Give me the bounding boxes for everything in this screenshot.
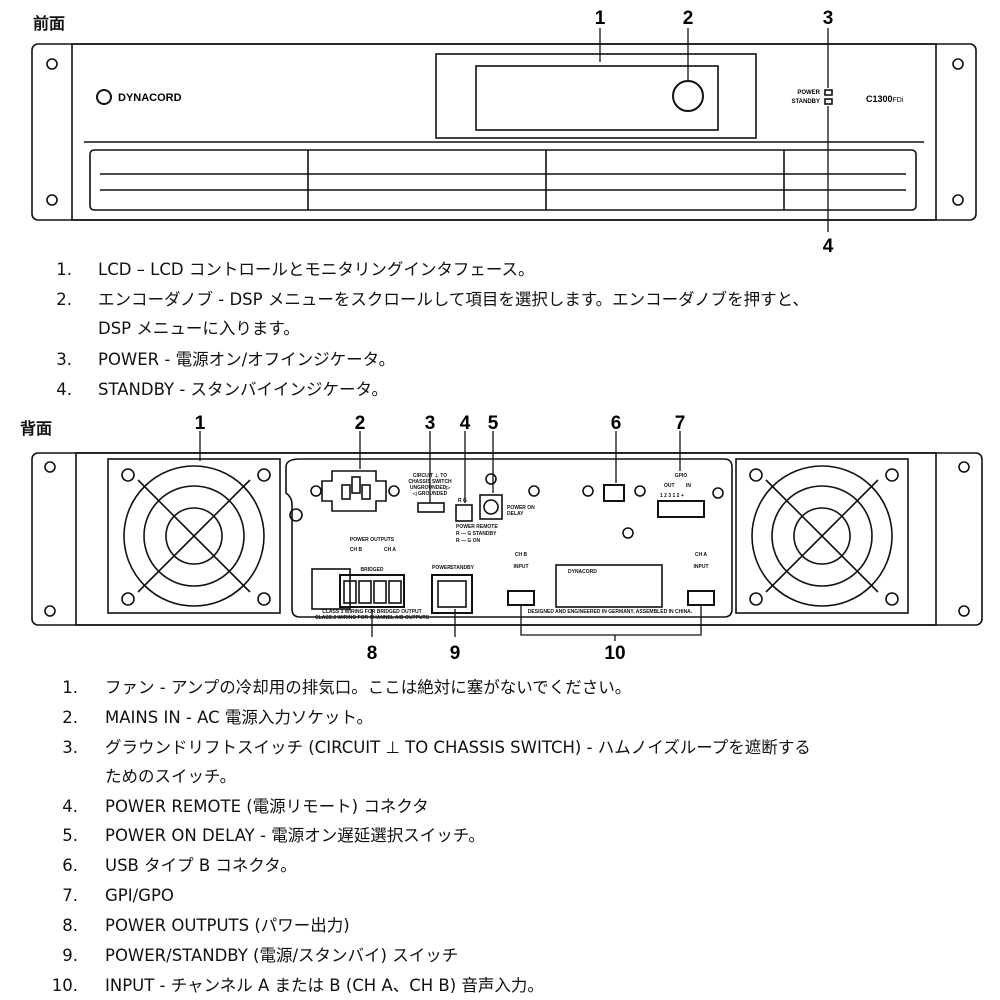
svg-text:R — G ON: R — G ON: [456, 538, 481, 544]
input-chb-connector: [507, 590, 535, 606]
svg-text:R — G STANDBY: R — G STANDBY: [456, 531, 497, 537]
standby-indicator-label: STANDBY: [791, 99, 820, 105]
svg-text:STANDBY: STANDBY: [450, 565, 474, 571]
svg-text:BRIDGED: BRIDGED: [360, 567, 383, 573]
front-item-2-cont: DSP メニューに入ります。: [98, 319, 300, 338]
gpio-connector: [657, 500, 705, 518]
svg-text:DESIGNED AND ENGINEERED IN GER: DESIGNED AND ENGINEERED IN GERMANY, ASSE…: [528, 609, 693, 615]
svg-text:DYNACORD: DYNACORD: [568, 569, 597, 575]
input-cha-connector: [687, 590, 715, 606]
rear-callout-1: 1: [195, 413, 206, 434]
svg-text:INPUT: INPUT: [514, 564, 529, 570]
encoder-knob: [672, 80, 704, 112]
svg-text:DELAY: DELAY: [507, 511, 524, 517]
svg-text:CH B: CH B: [515, 552, 528, 558]
fan-left: [107, 458, 281, 614]
rack-ear-outline: [31, 43, 977, 221]
rear-callout-3: 3: [425, 413, 436, 434]
usb-b-connector: [603, 484, 625, 502]
callout-4: 4: [823, 236, 834, 257]
svg-text:GPIO: GPIO: [675, 473, 688, 479]
rear-callout-5: 5: [488, 413, 499, 434]
front-panel-diagram: DYNACORD C1300FDi POWER STANDBY 1 2 3 4: [31, 8, 977, 257]
rear-callout-2: 2: [355, 413, 366, 434]
svg-text:POWER OUTPUTS: POWER OUTPUTS: [350, 537, 395, 543]
svg-text:POWER REMOTE: POWER REMOTE: [456, 524, 498, 530]
rear-callout-6: 6: [611, 413, 622, 434]
rear-panel-diagram: CIRCUIT ⊥ TO CHASSIS SWITCH UNGROUNDED▷ …: [31, 413, 983, 664]
svg-text:IN: IN: [686, 483, 691, 489]
power-on-delay-switch: [479, 494, 503, 520]
rear-callout-10: 10: [604, 643, 625, 664]
lcd-screen: [475, 65, 719, 131]
svg-text:R G: R G: [458, 498, 467, 504]
svg-text:1 2 3 1 2 +: 1 2 3 1 2 +: [660, 493, 684, 499]
rear-callout-4: 4: [460, 413, 471, 434]
svg-text:CH A: CH A: [695, 552, 707, 558]
connector-plate: [285, 458, 733, 618]
svg-text:CH A: CH A: [384, 547, 396, 553]
rear-callout-9: 9: [450, 643, 461, 664]
rear-callout-8: 8: [367, 643, 378, 664]
svg-text:INPUT: INPUT: [694, 564, 709, 570]
standby-led: [824, 98, 833, 105]
power-indicator-label: POWER: [797, 90, 820, 96]
callout-2: 2: [683, 8, 694, 29]
label-sticker: [311, 568, 351, 610]
dynacord-logo-icon: [96, 89, 112, 105]
rear-heading: 背面: [20, 419, 53, 438]
front-brand: DYNACORD: [118, 92, 182, 104]
svg-text:POWER ON: POWER ON: [507, 505, 535, 511]
svg-text:POWER: POWER: [432, 565, 451, 571]
svg-text:CH B: CH B: [350, 547, 363, 553]
power-led: [824, 89, 833, 96]
front-heading: 前面: [33, 14, 66, 33]
callout-3: 3: [823, 8, 834, 29]
power-standby-switch: [431, 574, 473, 614]
front-model: C1300FDi: [866, 94, 904, 104]
power-outputs-connector: [339, 574, 405, 608]
fan-right: [735, 458, 909, 614]
svg-text:OUT: OUT: [664, 483, 675, 489]
rear-item-3-cont: ためのスイッチ。: [105, 767, 237, 786]
callout-1: 1: [595, 8, 606, 29]
power-remote-connector: [455, 504, 473, 522]
mains-socket: [321, 470, 387, 512]
rating-label: [555, 564, 663, 608]
lcd-bezel: [435, 53, 757, 139]
rear-callout-7: 7: [675, 413, 686, 434]
ground-lift-switch: [417, 502, 445, 513]
